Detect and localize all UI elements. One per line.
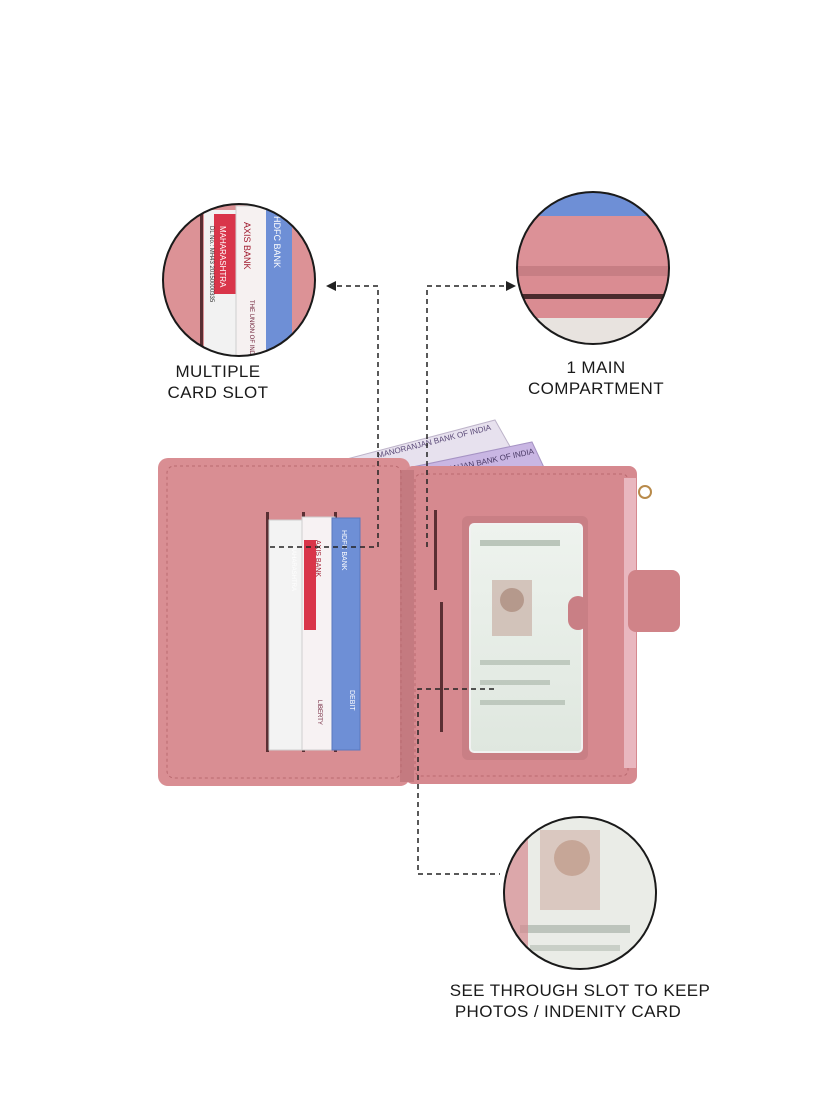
callout-multiple-card-slot-line2: CARD SLOT bbox=[167, 383, 269, 402]
card-axis-band bbox=[304, 540, 316, 630]
leader-see-through bbox=[417, 688, 500, 875]
id-card-text-4 bbox=[480, 700, 565, 705]
id-card-text-3 bbox=[480, 680, 550, 685]
wallet: HDFC BANK DEBIT AXIS BANK LIBERTY MAHARA… bbox=[158, 458, 680, 786]
callout-see-through-slot: SEE THROUGH SLOT TO KEEP PHOTOS / INDENI… bbox=[420, 980, 740, 1022]
main-compartment-slot-lower bbox=[440, 602, 443, 732]
window-thumb-notch bbox=[568, 596, 588, 630]
leader-lines bbox=[270, 285, 508, 875]
card-hdfc-label: HDFC BANK bbox=[340, 530, 347, 571]
svg-text:MAHARASHTRA: MAHARASHTRA bbox=[218, 226, 227, 288]
svg-text:HDFC BANK: HDFC BANK bbox=[272, 216, 282, 268]
callout-see-through-slot-line1: SEE THROUGH SLOT TO KEEP bbox=[449, 981, 711, 1000]
card-dl-label: MAHARASHTRA bbox=[290, 545, 296, 591]
cards: HDFC BANK DEBIT AXIS BANK LIBERTY MAHARA… bbox=[268, 516, 361, 751]
main-compartment-slot bbox=[434, 510, 437, 590]
card-debit-label: DEBIT bbox=[348, 690, 355, 711]
id-card-face bbox=[500, 588, 524, 612]
id-card-text-2 bbox=[480, 660, 570, 665]
zipper-ring bbox=[638, 485, 652, 499]
zoom-main-compartment bbox=[516, 191, 670, 345]
svg-text:AXIS BANK: AXIS BANK bbox=[242, 222, 252, 270]
see-through-window bbox=[469, 523, 583, 753]
leader-main-compartment bbox=[426, 285, 508, 547]
card-hdfc bbox=[331, 517, 361, 751]
id-card-text-1 bbox=[480, 540, 560, 546]
callout-main-compartment-line1: 1 MAIN bbox=[566, 358, 626, 377]
card-slot-1 bbox=[266, 512, 269, 752]
callout-multiple-card-slot-line1: MULTIPLE bbox=[175, 362, 261, 381]
card-axis bbox=[301, 516, 336, 751]
arrow-main-compartment bbox=[506, 281, 516, 291]
zoom-see-through bbox=[503, 816, 657, 970]
callout-see-through-slot-line2: PHOTOS / INDENITY CARD bbox=[454, 1002, 682, 1021]
svg-text:THE UNION OF INDIA: THE UNION OF INDIA bbox=[248, 300, 254, 361]
leader-arrows bbox=[326, 281, 516, 291]
callout-multiple-card-slot: MULTIPLE CARD SLOT bbox=[138, 361, 298, 403]
wallet-spine bbox=[400, 470, 414, 782]
snap-tab bbox=[628, 570, 680, 632]
leader-card-slot bbox=[270, 285, 379, 548]
callout-main-compartment: 1 MAIN COMPARTMENT bbox=[506, 357, 686, 399]
card-liberty-label: LIBERTY bbox=[316, 700, 322, 725]
arrow-card-slot bbox=[326, 281, 336, 291]
svg-text:DL No.: MH43 20150000335: DL No.: MH43 20150000335 bbox=[208, 226, 214, 303]
card-axis-label: AXIS BANK bbox=[314, 540, 321, 577]
wallet-stitch-left bbox=[166, 465, 402, 779]
callout-main-compartment-line2: COMPARTMENT bbox=[528, 379, 664, 398]
zoom-card-slot: HDFC BANK AXIS BANK MAHARASHTRA DL No.: … bbox=[162, 203, 316, 361]
